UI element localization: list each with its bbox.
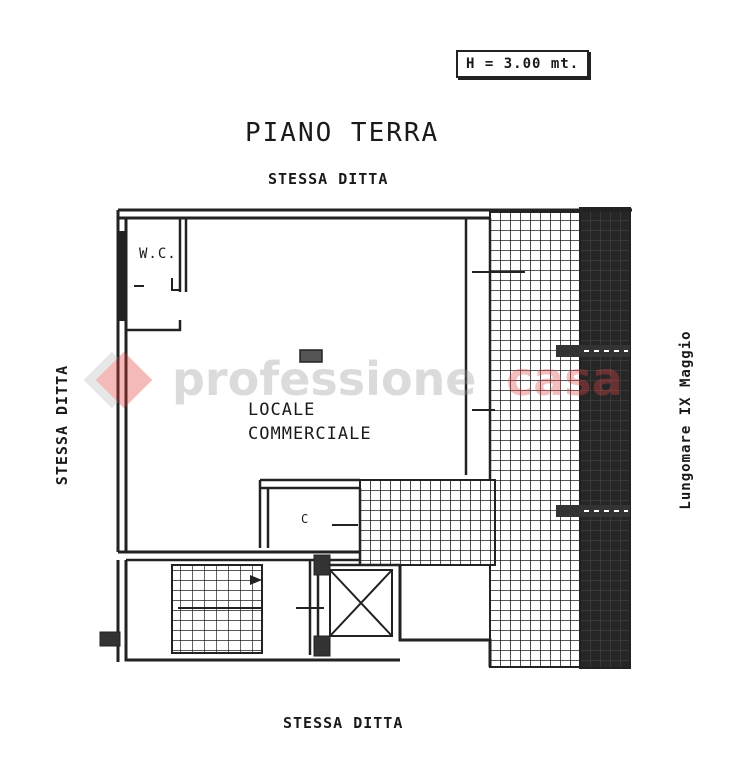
ceiling-height-note: H = 3.00 mt. — [456, 50, 590, 78]
street-label: Lungomare IX Maggio — [678, 330, 694, 510]
closet-label: C — [301, 512, 310, 526]
watermark-logo: professione casa — [83, 351, 652, 416]
column-blocks — [99, 554, 331, 657]
wc-label: W.C. — [139, 246, 177, 262]
tiled-terrace — [359, 211, 586, 668]
room-label-main: LOCALE COMMERCIALE — [248, 398, 372, 446]
room-label-line1: LOCALE — [248, 400, 316, 420]
watermark-text-part2: casa — [506, 352, 623, 406]
door-marks — [332, 271, 525, 526]
sidewalk-strip — [556, 207, 631, 669]
plan-title: PIANO TERRA — [245, 118, 440, 148]
elevator-shaft — [296, 569, 393, 637]
watermark-text-part1: professione — [172, 352, 477, 406]
wc-fixture — [119, 231, 180, 321]
inner-walls — [126, 218, 492, 655]
room-label-line2: COMMERCIALE — [248, 424, 372, 444]
staircase — [171, 564, 263, 654]
neighbor-label-bottom: STESSA DITTA — [283, 714, 404, 732]
neighbor-label-left: STESSA DITTA — [53, 364, 71, 486]
pillar-symbol — [299, 349, 323, 363]
neighbor-label-top: STESSA DITTA — [268, 170, 389, 188]
